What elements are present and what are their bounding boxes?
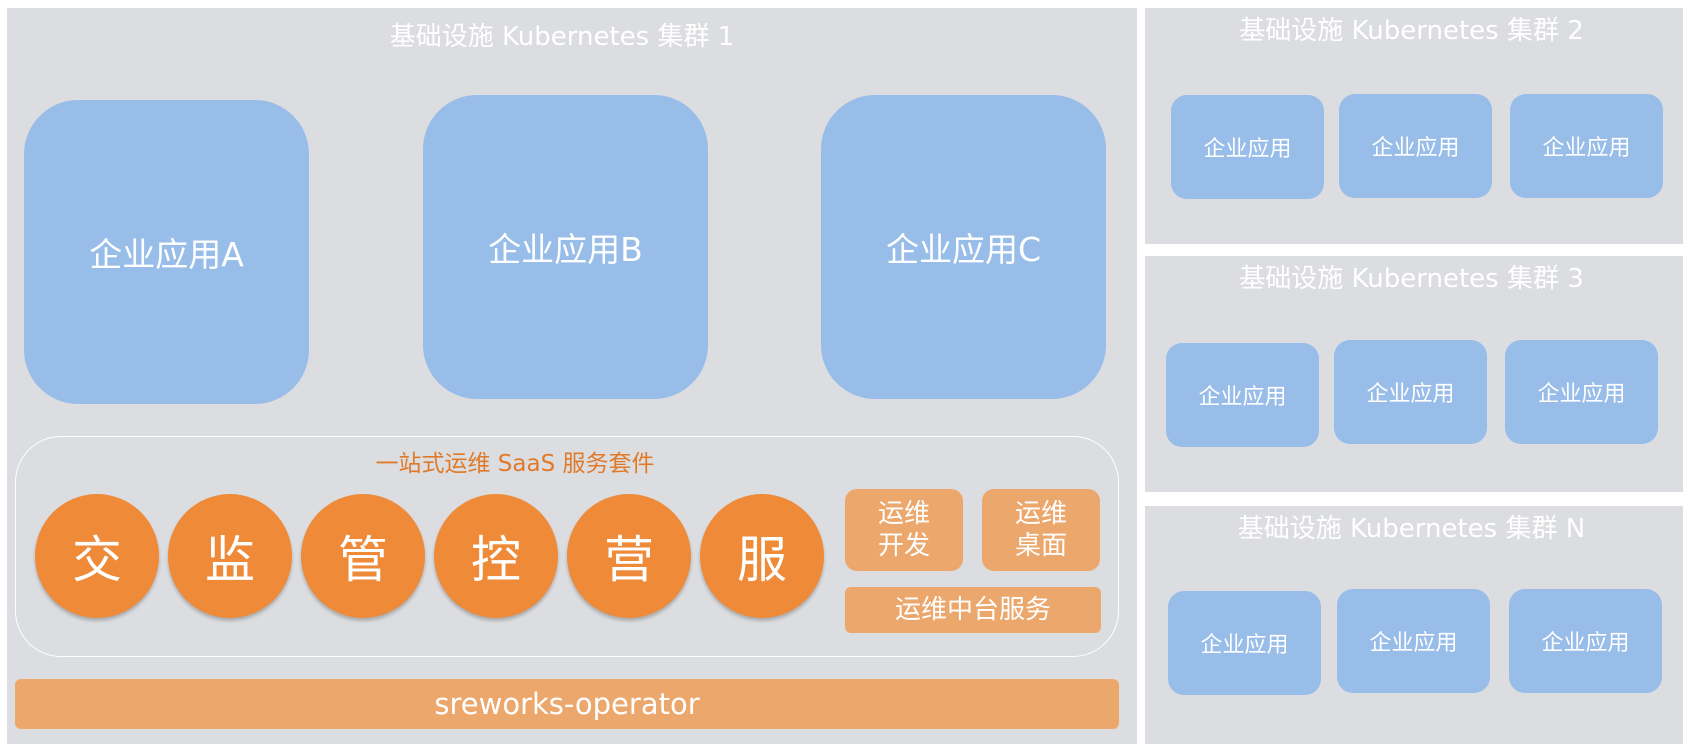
circle-control: 控 (434, 494, 558, 618)
circle-manage: 管 (301, 494, 425, 618)
enterprise-app-b: 企业应用B (423, 95, 708, 399)
devops-dev-line-2: 开发 (877, 531, 930, 561)
circle-deliver: 交 (35, 494, 159, 618)
enterprise-app-a: 企业应用A (24, 100, 309, 404)
cluster-2-app-2: 企业应用 (1339, 94, 1492, 198)
cluster-3-app-1: 企业应用 (1166, 343, 1319, 447)
cluster-2-app-3: 企业应用 (1510, 94, 1663, 198)
cluster-2-app-1: 企业应用 (1171, 95, 1324, 199)
circle-monitor: 监 (168, 494, 292, 618)
cluster-2-title: 基础设施 Kubernetes 集群 2 (1239, 16, 1584, 46)
circle-service: 服 (700, 494, 824, 618)
enterprise-app-c: 企业应用C (821, 95, 1106, 399)
devops-desktop-line-2: 桌面 (1014, 531, 1067, 561)
cluster-1-title: 基础设施 Kubernetes 集群 1 (389, 22, 735, 52)
devops-dev-line-1: 运维 (877, 499, 930, 529)
devops-middle-platform-box: 运维中台服务 (845, 587, 1101, 633)
devops-dev-box: 运维 开发 (845, 489, 963, 571)
cluster-3-app-3: 企业应用 (1505, 340, 1658, 444)
devops-desktop-box: 运维 桌面 (982, 489, 1100, 571)
cluster-3-app-2: 企业应用 (1334, 340, 1487, 444)
cluster-n-app-2: 企业应用 (1337, 589, 1490, 693)
cluster-n-app-3: 企业应用 (1509, 589, 1662, 693)
saas-suite-box (15, 436, 1119, 657)
saas-suite-title: 一站式运维 SaaS 服务套件 (375, 451, 655, 477)
cluster-n-app-1: 企业应用 (1168, 591, 1321, 695)
cluster-3-title: 基础设施 Kubernetes 集群 3 (1239, 264, 1584, 294)
devops-desktop-line-1: 运维 (1014, 499, 1067, 529)
sreworks-operator-bar: sreworks-operator (15, 679, 1119, 729)
cluster-n-title: 基础设施 Kubernetes 集群 N (1237, 514, 1586, 544)
circle-operate: 营 (567, 494, 691, 618)
